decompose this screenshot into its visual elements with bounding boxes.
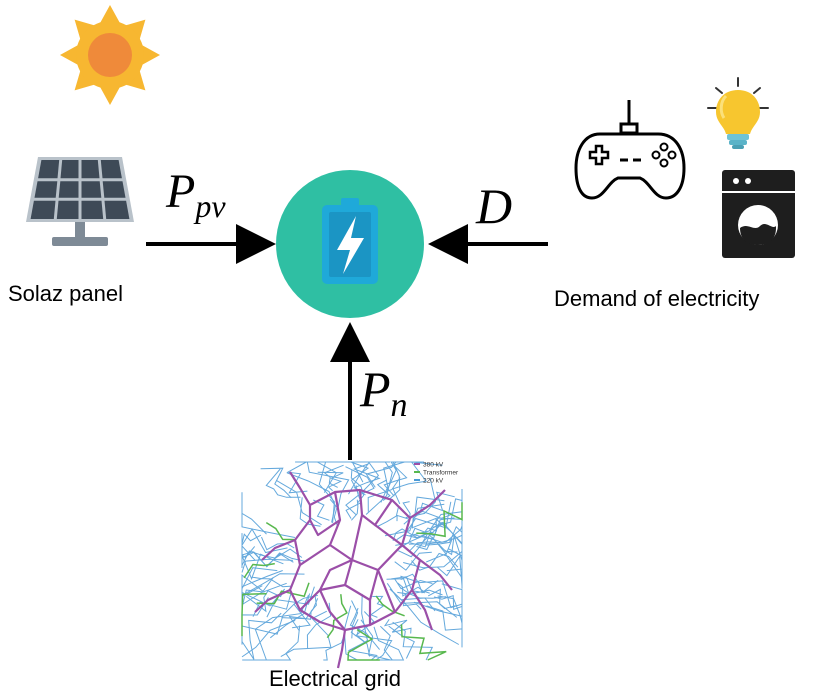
solar-panel-label: Solaz panel <box>8 281 123 306</box>
legend-220kv: 220 kV <box>423 478 444 485</box>
legend-380kv: 380 kV <box>423 462 444 469</box>
flow-label-demand: D <box>476 181 512 231</box>
demand-label: Demand of electricity <box>554 286 760 311</box>
flow-demand-base: D <box>476 178 513 234</box>
flow-label-grid: Pn <box>360 361 408 423</box>
grid-label: Electrical grid <box>269 666 402 691</box>
flow-label-pv: Ppv <box>166 165 226 223</box>
lightbulb-icon <box>707 77 769 149</box>
battery-charging-icon <box>276 170 424 318</box>
flow-pv-sub: pv <box>195 188 226 224</box>
sun-icon <box>60 5 160 105</box>
grid-network-icon: 380 kV Transformer 220 kV <box>241 461 463 669</box>
flow-grid-base: P <box>360 361 391 417</box>
legend-transformer: Transformer <box>423 470 459 477</box>
washing-machine-icon <box>722 170 795 258</box>
flow-grid-sub: n <box>390 387 408 424</box>
flow-pv-base: P <box>166 165 196 218</box>
gamepad-icon <box>574 100 686 200</box>
solar-panel-icon <box>26 157 134 246</box>
